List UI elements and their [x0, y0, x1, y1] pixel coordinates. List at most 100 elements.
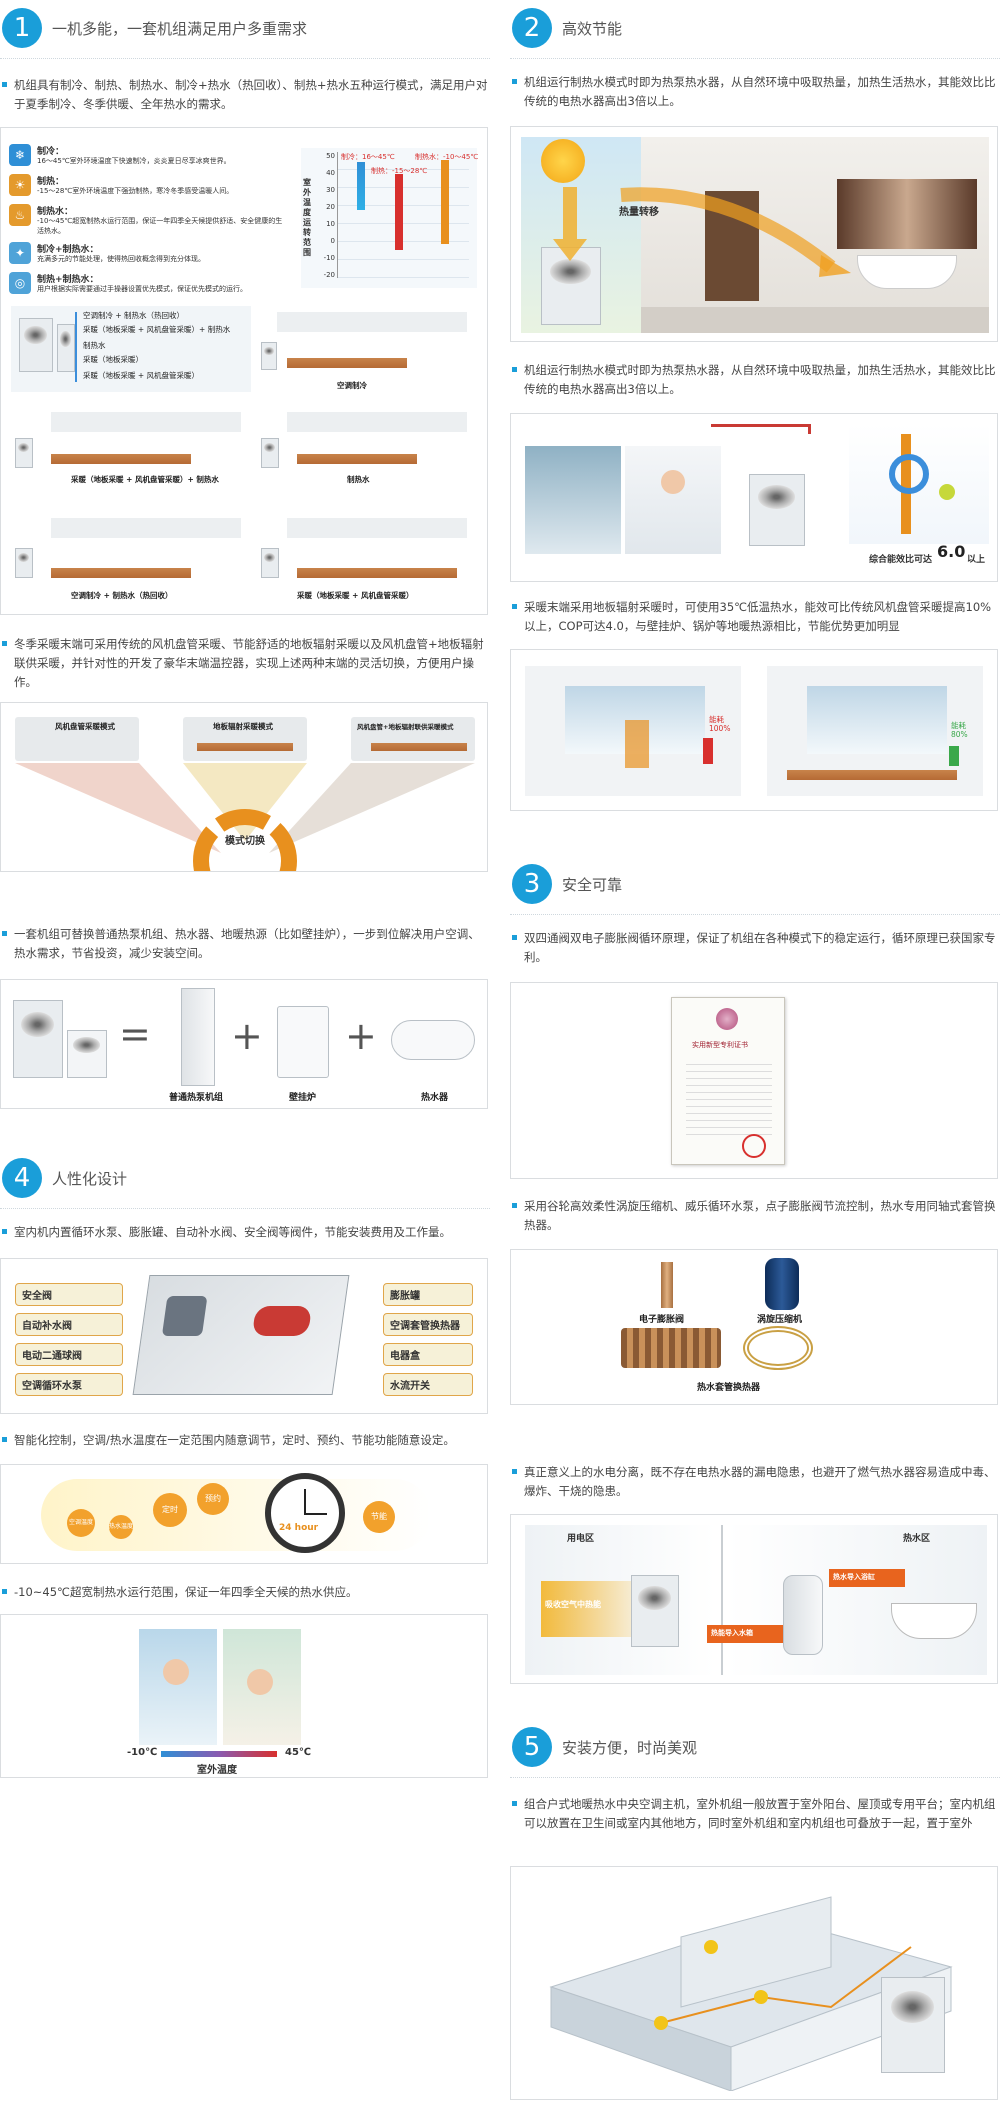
ctrl-bubble: 空调温度	[67, 1509, 95, 1537]
paragraph: 机组运行制热水模式时即为热泵热水器，从自然环境中吸取热量，加热生活热水，其能效比…	[510, 73, 1000, 111]
water-electric-separation-box: 用电区 热水区 吸收空气中热能 热能导入水箱 热水导入浴缸	[510, 1514, 998, 1684]
divider	[0, 58, 490, 59]
paragraph: 采用谷轮高效柔性涡旋压缩机、威乐循环水泵，点子膨胀阀节流控制，热水专用同轴式套管…	[510, 1197, 1000, 1235]
temp-label: 室外温度	[197, 1765, 237, 1776]
energy-bar	[703, 738, 713, 764]
flow-label: 吸收空气中热能	[545, 1600, 601, 1609]
scene-cool-hotwater: 空调制冷 + 制热水（热回收）	[11, 508, 251, 604]
water-tank	[783, 1575, 823, 1655]
part-label: 电动二通球阀	[15, 1343, 123, 1366]
expansion-valve-image	[661, 1262, 673, 1308]
swirl-icon: ◎	[9, 272, 31, 294]
indoor-unit	[57, 324, 75, 372]
certificate-title: 实用新型专利证书	[692, 1041, 748, 1049]
mode-item: ✦ 制冷+制热水： 充满多元的节能处理，使得热回收概念得到充分体现。	[9, 242, 299, 272]
paragraph: -10~45℃超宽制热水运行范围，保证一年四季全天候的热水供应。	[0, 1583, 490, 1602]
zone-label: 热水区	[903, 1534, 931, 1544]
heat-transfer-label: 热量转移	[619, 207, 659, 218]
chart-tick-label: 50	[326, 152, 335, 160]
cop-value: 6.0	[937, 542, 966, 561]
replacement-box: = 普通热泵机组 + 壁挂炉 + 热水器	[0, 979, 488, 1109]
emblem-icon	[716, 1008, 738, 1030]
paragraph: 机组具有制冷、制热、制热水、制冷+热水（热回收）、制热+热水五种运行模式，满足用…	[0, 76, 490, 114]
plus-sign: +	[345, 1014, 377, 1058]
outdoor-unit	[631, 1575, 679, 1647]
paragraph: 室内机内置循环水泵、膨胀罐、自动补水阀、安全阀等阀件，节能安装费用及工作量。	[0, 1223, 490, 1242]
range-bar-cool	[357, 162, 365, 210]
flow-label: 热水导入浴缸	[833, 1573, 875, 1581]
indoor-unit-cutaway	[132, 1275, 350, 1395]
chart-tick-label: 20	[326, 203, 335, 211]
cop-text: 综合能效比可达	[869, 555, 933, 565]
mode-diagram-box: ❄ 制冷： 16～45℃室外环境温度下快速制冷，炎炎夏日尽享冰爽世界。 ☀ 制热…	[0, 127, 488, 615]
sun-icon	[541, 139, 585, 183]
outdoor-unit	[749, 474, 805, 546]
divider	[510, 58, 1000, 59]
mode-switch-label: 模式切换	[225, 836, 265, 847]
bathtub	[891, 1603, 977, 1639]
divider	[0, 1208, 490, 1209]
paragraph: 组合户式地暖热水中央空调主机，室外机组一般放置于室外阳台、屋顶或专用平台；室内机…	[510, 1795, 1000, 1833]
paragraph: 采暖末端采用地板辐射采暖时，可使用35℃低温热水，能效可比传统风机盘管采暖提高1…	[510, 598, 1000, 636]
water-zone	[727, 1525, 987, 1675]
smart-control-box: 空调温度 热水温度 定时 预约 24 hour 节能	[0, 1464, 488, 1564]
paragraph: 一套机组可替换普通热泵机组、热水器、地暖热源（比如壁挂炉），一步到位解决用户空调…	[0, 925, 490, 963]
section-number: 1	[2, 8, 42, 48]
equals-sign: =	[119, 1012, 151, 1056]
paragraph: 机组运行制热水模式时即为热泵热水器，从自然环境中吸取热量，加热生活热水，其能效比…	[510, 361, 1000, 399]
section-title: 一机多能，一套机组满足用户多重需求	[52, 20, 308, 38]
scene-cooling: 空调制冷	[257, 306, 479, 392]
mode-item: ❄ 制冷： 16～45℃室外环境温度下快速制冷，炎炎夏日尽享冰爽世界。	[9, 144, 299, 174]
coaxial-coil-image	[743, 1326, 813, 1370]
section-title: 安装方便，时尚美观	[562, 1739, 698, 1757]
water-tank	[67, 1030, 107, 1078]
snowflake-icon: ❄	[9, 144, 31, 166]
paragraph: 双四通阀双电子膨胀阀循环原理，保证了机组在各种模式下的稳定运行，循环原理已获国家…	[510, 929, 1000, 967]
outdoor-unit	[881, 1977, 945, 2073]
house-cutaway-illustration	[549, 1896, 953, 2091]
section-3-header: 3 安全可靠	[510, 862, 1000, 915]
bathroom-scene	[641, 137, 989, 333]
cool-water-icon: ✦	[9, 242, 31, 264]
mode-fan-coil: 风机盘管采暖模式	[15, 717, 139, 761]
section-title: 高效节能	[562, 20, 623, 38]
part-label: 自动补水阀	[15, 1313, 123, 1336]
zone-label: 用电区	[567, 1534, 595, 1544]
mode-switch-rays	[15, 763, 475, 871]
chart-tick-label: 30	[326, 186, 335, 194]
scene-hotwater: 制热水	[257, 406, 479, 486]
warm-scene-image	[223, 1629, 301, 1745]
section-4-header: 4 人性化设计	[0, 1156, 490, 1209]
outdoor-unit	[13, 1000, 63, 1078]
ctrl-bubble: 定时	[153, 1493, 187, 1527]
paragraph: 冬季采暖末端可采用传统的风机盘管采暖、节能舒适的地板辐射采暖以及风机盘管+地板辐…	[0, 635, 490, 692]
mode-item: ☀ 制热： -15～28℃室外环境温度下强劲制热，寒冷冬季感受温暖人间。	[9, 174, 299, 204]
sun-icon: ☀	[9, 174, 31, 196]
paragraph: 智能化控制，空调/热水温度在一定范围内随意调节，定时、预约、节能功能随意设定。	[0, 1431, 490, 1450]
temp-min: -10℃	[127, 1747, 158, 1758]
hot-water-icon: ♨	[9, 204, 31, 226]
bath-photo	[625, 446, 721, 554]
heating-mode-box: 风机盘管采暖模式 地板辐射采暖模式 风机盘管+地板辐射联供采暖模式 模式切换	[0, 702, 488, 872]
patent-certificate: 实用新型专利证书	[671, 997, 785, 1165]
wall-boiler	[277, 1006, 329, 1078]
plus-sign: +	[231, 1014, 263, 1058]
ctrl-bubble: 预约	[197, 1483, 229, 1515]
legend-heat: 制热：-15～28℃	[371, 167, 428, 175]
temperature-range-box: -10℃ 45℃ 室外温度	[0, 1614, 488, 1778]
energy-bar	[949, 746, 959, 766]
scene-heating: 采暖（地板采暖 + 风机盘管采暖）	[257, 508, 479, 604]
mode-item: ♨ 制热水： -10～45℃超宽制热水运行范围，保证一年四季全天候提供舒适、安全…	[9, 204, 299, 242]
installation-box	[510, 1866, 998, 2100]
mode-list: ❄ 制冷： 16～45℃室外环境温度下快速制冷，炎炎夏日尽享冰爽世界。 ☀ 制热…	[9, 144, 299, 302]
coil-image	[621, 1328, 721, 1368]
room-fan-coil: 能耗 100%	[525, 666, 741, 796]
ctrl-bubble: 热水温度	[109, 1515, 133, 1539]
room-photo	[525, 446, 621, 554]
seal-icon	[742, 1134, 766, 1158]
connection-diagram: 空调制冷 + 制热水（热回收） 采暖（地板采暖 + 风机盘管采暖）+ 制热水 制…	[11, 306, 251, 392]
cop-suffix: 以上	[967, 555, 986, 565]
room-floor-heating: 能耗 80%	[767, 666, 983, 796]
mode-combined: 风机盘管+地板辐射联供采暖模式	[351, 717, 475, 761]
